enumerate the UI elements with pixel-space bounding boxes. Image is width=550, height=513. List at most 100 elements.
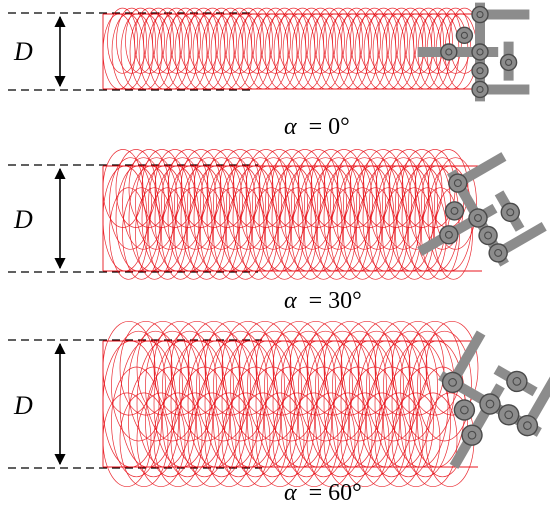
trajectory-loop	[369, 187, 408, 280]
trajectory-loop	[122, 157, 165, 250]
trajectory-loop	[111, 330, 166, 442]
trajectory-loop	[188, 7, 219, 74]
trajectory-loop	[193, 149, 235, 228]
trajectory-loop	[297, 165, 343, 272]
trajectory-loop	[145, 330, 200, 442]
dimension-label: D	[13, 37, 33, 66]
trajectory-loop	[281, 330, 336, 442]
trajectory-loop	[174, 157, 217, 250]
trajectory-loop	[221, 392, 271, 488]
panel-alpha-0: D α = 0°	[8, 2, 530, 140]
panel-alpha-30: D α = 30°	[8, 149, 547, 314]
trajectory-loop	[109, 187, 148, 280]
trajectory-loop	[102, 149, 144, 228]
trajectory-loop	[232, 149, 274, 228]
trajectory-loop	[383, 366, 434, 478]
dimension-label: D	[13, 205, 33, 234]
trajectory-loop	[128, 330, 183, 442]
mechanism-icon	[438, 330, 550, 469]
trajectory-loop	[119, 392, 169, 488]
trajectory-loop	[206, 165, 252, 272]
trajectory-loop	[233, 7, 264, 74]
trajectory-loop	[111, 366, 162, 478]
trajectory-loop	[388, 149, 430, 228]
trajectory-loop	[323, 340, 381, 468]
roller-hub	[450, 206, 459, 215]
trajectory-loop	[269, 7, 300, 74]
trajectory-loop	[281, 366, 332, 478]
trajectory-loop	[135, 157, 178, 250]
panel-alpha-60: D α = 60°	[8, 320, 550, 506]
roller-hub	[448, 378, 457, 387]
trajectory-loop	[400, 366, 451, 478]
trajectory-loop	[304, 187, 343, 280]
trajectory-loop	[119, 340, 177, 468]
roller-hub	[474, 214, 482, 222]
trajectory-loop	[232, 165, 278, 272]
trajectory-loop	[128, 366, 179, 478]
trajectory-loop	[102, 165, 148, 272]
trajectory-loop	[287, 7, 318, 74]
trajectory-loop	[154, 149, 196, 228]
trajectory-loop	[425, 320, 479, 416]
trajectory-loop	[404, 7, 435, 74]
roller	[441, 371, 464, 394]
trajectory-loop	[332, 366, 383, 478]
trajectory-loop	[252, 157, 295, 250]
trajectory-loop	[323, 149, 365, 228]
trajectory-loop	[200, 187, 239, 280]
roller-hub	[505, 58, 513, 66]
roller	[488, 243, 508, 263]
trajectory-loop	[310, 165, 356, 272]
trajectory-loop	[343, 157, 386, 250]
trajectory-loop	[434, 157, 477, 250]
trajectory-loop	[145, 366, 196, 478]
trajectory-loop	[187, 187, 226, 280]
mechanism-head	[417, 152, 547, 267]
trajectory-loop	[271, 149, 313, 228]
trajectory-loop	[422, 7, 453, 74]
trajectory-loop	[161, 7, 192, 74]
roller-hub	[476, 10, 484, 19]
trajectory-loop	[401, 165, 447, 272]
trajectory-loop	[148, 187, 187, 280]
angle-value: = 30°	[309, 288, 362, 314]
trajectory-loop	[323, 392, 373, 488]
roller	[453, 399, 476, 421]
trajectory-loop	[395, 187, 434, 280]
trajectory-loop	[245, 165, 291, 272]
dimension-label: D	[13, 391, 33, 420]
trajectory-loop	[341, 7, 372, 74]
trajectory-loop	[162, 330, 217, 442]
roller-hub	[494, 248, 503, 257]
trajectory-loop	[122, 187, 161, 280]
trajectory-loop	[408, 392, 458, 488]
trajectory-loop	[180, 165, 226, 272]
roller	[498, 404, 520, 426]
trajectory-loop	[306, 340, 364, 468]
trajectory-loop	[356, 187, 395, 280]
roller-hub	[506, 208, 515, 217]
trajectory-loop	[366, 330, 421, 442]
roller	[516, 414, 539, 437]
trajectory-loop	[314, 7, 345, 74]
roller-hub	[523, 421, 532, 430]
trajectory-loop	[336, 149, 378, 228]
alpha-symbol: α	[284, 114, 297, 140]
trajectory-loop	[298, 366, 349, 478]
roller-hub	[460, 405, 469, 415]
trajectory-loop	[179, 366, 230, 478]
roller-hub	[476, 67, 484, 75]
trajectory-loop	[170, 7, 201, 74]
trajectory-loop	[264, 330, 319, 442]
roller	[468, 208, 488, 228]
trajectory-loop	[391, 340, 449, 468]
trajectory-loop	[193, 165, 239, 272]
trajectory-loop	[154, 165, 200, 272]
trajectory-loop	[239, 187, 278, 280]
trajectory-loop	[153, 340, 211, 468]
trajectory-loop	[315, 366, 366, 478]
trajectory-loop	[161, 157, 204, 250]
trajectory-loop	[128, 149, 170, 228]
